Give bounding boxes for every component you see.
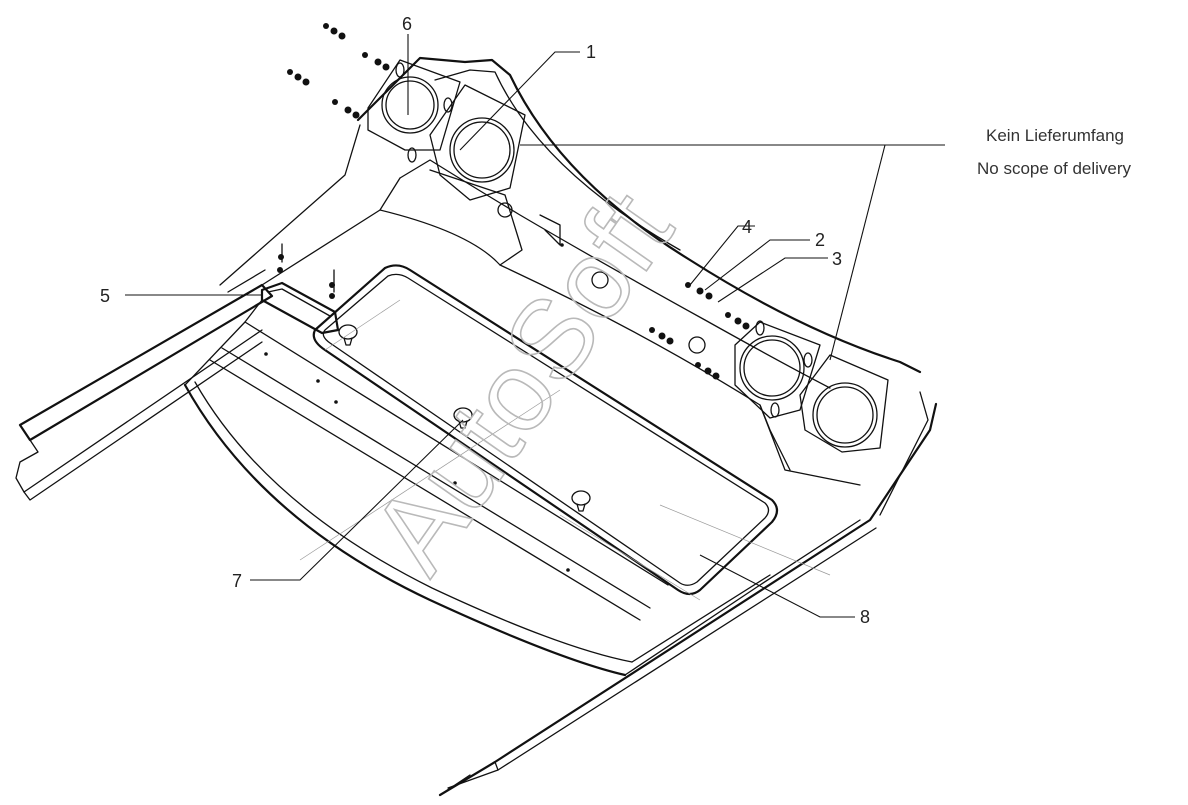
- clips: [338, 324, 591, 512]
- note-line-german: Kein Lieferumfang: [986, 126, 1124, 145]
- callout-1: 1: [586, 42, 596, 62]
- callout-labels: 1 2 3 4 5 6 7 8: [100, 14, 870, 627]
- screws-front-right: [649, 282, 750, 380]
- bracket-front-right: [591, 271, 889, 453]
- delivery-note: Kein Lieferumfang No scope of delivery: [977, 126, 1132, 178]
- roof-panel-drawing: [15, 23, 938, 797]
- callout-4: 4: [742, 217, 752, 237]
- right-side-rail: [438, 391, 938, 797]
- callout-2: 2: [815, 230, 825, 250]
- front-header: [219, 56, 922, 486]
- callout-8: 8: [860, 607, 870, 627]
- rear-ledge: [183, 299, 861, 677]
- bracket-front-left: [367, 59, 526, 218]
- sunroof-opening: [312, 264, 779, 596]
- construction-lines: [264, 243, 831, 601]
- callout-leaders: [125, 34, 945, 618]
- callout-5: 5: [100, 286, 110, 306]
- callout-7: 7: [232, 571, 242, 591]
- note-line-english: No scope of delivery: [977, 159, 1132, 178]
- screws-front-left: [287, 23, 390, 119]
- left-side-rail: [15, 269, 274, 501]
- dome-lamp: [260, 243, 340, 335]
- callout-6: 6: [402, 14, 412, 34]
- callout-3: 3: [832, 249, 842, 269]
